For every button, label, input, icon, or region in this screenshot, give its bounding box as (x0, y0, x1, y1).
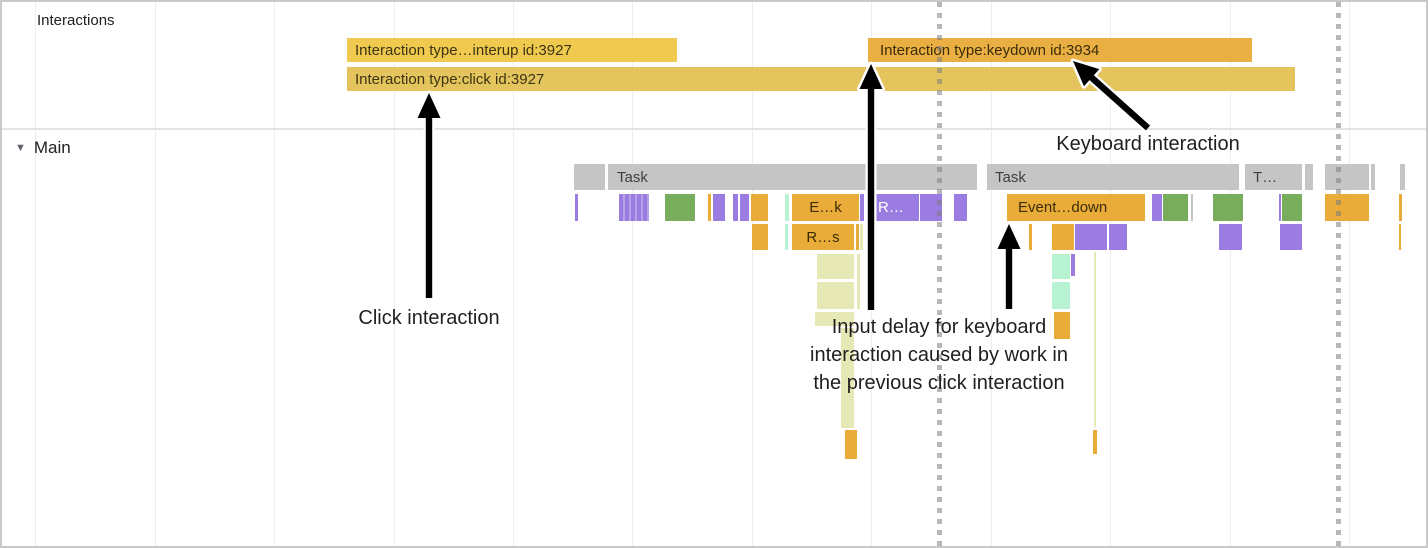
function-call-bar[interactable] (817, 254, 854, 279)
rendering-bar[interactable] (1280, 224, 1302, 250)
rendering-bar[interactable] (1109, 224, 1127, 250)
rendering-bar[interactable] (1219, 224, 1242, 250)
rendering-bar[interactable] (619, 194, 649, 221)
event-bar[interactable] (1399, 194, 1402, 221)
task-bar[interactable]: T… (1245, 164, 1302, 190)
grid-line (35, 2, 36, 546)
event-bar[interactable] (1093, 430, 1097, 454)
run-microtasks-bar[interactable]: R…s (792, 224, 854, 250)
keyboard-interaction-label: Keyboard interaction (1056, 133, 1240, 155)
rendering-bar[interactable] (920, 194, 942, 221)
compile-code-bar[interactable] (1052, 254, 1070, 279)
interactions-track-label: Interactions (37, 12, 115, 29)
event-bar[interactable] (751, 194, 768, 221)
grid-line (1230, 2, 1231, 546)
function-call-bar[interactable] (857, 254, 860, 309)
grid-line (752, 2, 753, 546)
event-bar[interactable] (708, 194, 711, 221)
rendering-bar[interactable] (713, 194, 725, 221)
compile-code-bar[interactable] (785, 194, 789, 221)
grid-line (155, 2, 156, 546)
event-bar[interactable] (1054, 312, 1070, 339)
grid-line (274, 2, 275, 546)
event-bar[interactable] (752, 224, 768, 250)
grid-line (1110, 2, 1111, 546)
input-delay-arrow-right (995, 221, 1023, 309)
task-bar[interactable] (1325, 164, 1369, 190)
input-delay-label: Input delay for keyboard interaction cau… (810, 316, 1068, 394)
task-bar[interactable]: Task (987, 164, 1239, 190)
grid-line (513, 2, 514, 546)
event-keydown-bar[interactable]: Event…down (1007, 194, 1145, 221)
extent-marker-line (937, 2, 942, 546)
rendering-bar[interactable] (1075, 224, 1107, 250)
grid-line (1349, 2, 1350, 546)
event-bar[interactable] (845, 430, 857, 459)
rendering-bar[interactable] (860, 194, 864, 221)
rendering-bar[interactable] (575, 194, 578, 221)
click-interaction-label: Click interaction (358, 307, 500, 329)
task-bar[interactable] (1400, 164, 1405, 190)
rendering-bar[interactable] (1152, 194, 1162, 221)
main-track-label: Main (33, 138, 71, 157)
painting-bar[interactable] (1163, 194, 1188, 221)
function-call-bar[interactable] (860, 224, 863, 250)
painting-bar[interactable] (1213, 194, 1243, 221)
task-bar[interactable] (574, 164, 605, 190)
compile-code-bar[interactable] (785, 224, 788, 250)
compile-code-bar[interactable] (1052, 282, 1070, 309)
interaction-bar-pointerup[interactable]: Interaction type…interup id:3927 (347, 38, 677, 62)
function-call-bar[interactable] (815, 312, 854, 326)
track-separator (2, 128, 1426, 130)
rendering-bar[interactable] (1279, 194, 1281, 221)
grid-line (394, 2, 395, 546)
function-call-bar[interactable] (817, 282, 854, 309)
interaction-bar-keydown[interactable]: Interaction type:keydown id:3934 (868, 38, 1252, 62)
interaction-bar-click[interactable]: Interaction type:click id:3927 (347, 67, 1295, 91)
grid-line (991, 2, 992, 546)
task-bar[interactable]: Task (608, 164, 977, 190)
rendering-bar[interactable] (954, 194, 967, 221)
rendering-bar[interactable] (1071, 254, 1075, 276)
rendering-bar[interactable] (740, 194, 749, 221)
grid-line (632, 2, 633, 546)
function-call-bar[interactable] (1094, 252, 1096, 427)
painting-bar[interactable] (1282, 194, 1302, 221)
event-bar[interactable] (1052, 224, 1074, 250)
click-interaction-arrow (415, 90, 443, 298)
painting-bar[interactable] (665, 194, 695, 221)
recalc-style-bar[interactable]: R… (875, 194, 919, 221)
collapse-triangle-icon[interactable]: ▼ (15, 142, 26, 154)
task-bar[interactable] (1191, 194, 1193, 221)
event-bar[interactable] (1325, 194, 1369, 221)
extent-marker-line (1336, 2, 1341, 546)
event-click-bar[interactable]: E…k (792, 194, 859, 221)
task-bar[interactable] (1305, 164, 1313, 190)
task-bar[interactable] (1371, 164, 1375, 190)
event-bar[interactable] (1029, 224, 1032, 250)
rendering-bar[interactable] (733, 194, 738, 221)
event-bar[interactable] (856, 224, 859, 250)
function-call-bar[interactable] (841, 328, 854, 428)
event-bar[interactable] (1399, 224, 1401, 250)
